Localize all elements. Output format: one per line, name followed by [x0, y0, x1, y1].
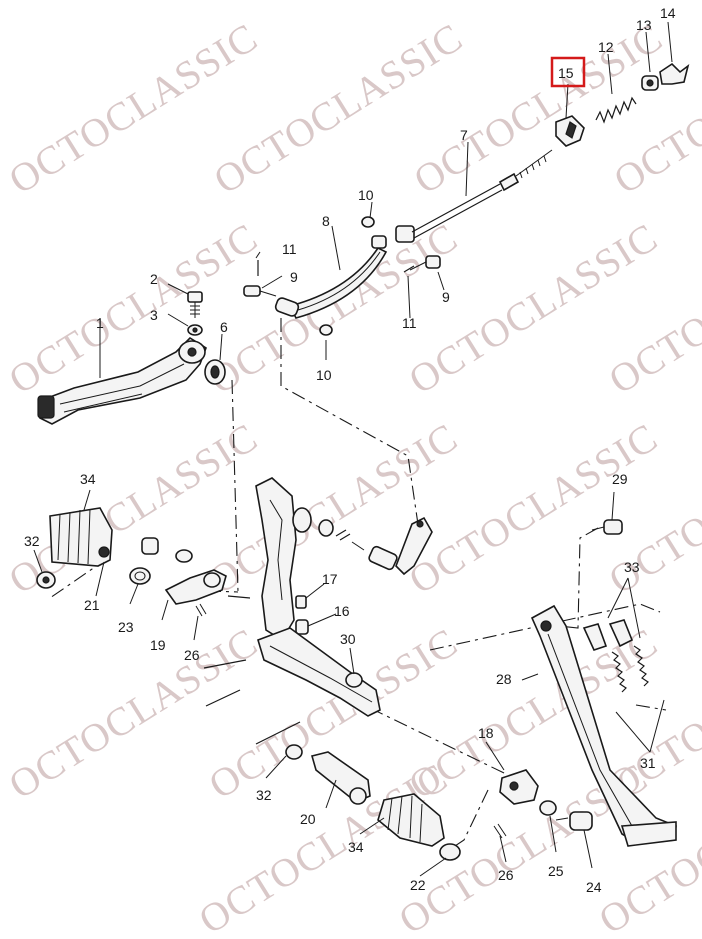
callout-labels: 1 2 3 6 7 8 9 9 10 10 11 11 12 13 14 15 … [24, 5, 676, 895]
circlip-part [439, 843, 461, 861]
bolt-part [141, 537, 193, 563]
leader-lines [33, 21, 673, 877]
callout-10-bottom[interactable]: 10 [316, 367, 332, 383]
callout-16[interactable]: 16 [334, 603, 350, 619]
callout-29[interactable]: 29 [612, 471, 628, 487]
washer-part [539, 800, 557, 816]
callout-34-left[interactable]: 34 [80, 471, 96, 487]
callout-10-top[interactable]: 10 [358, 187, 374, 203]
callout-25[interactable]: 25 [548, 863, 564, 879]
sidestand-part [530, 604, 677, 847]
footrest-bracket-part [311, 751, 371, 805]
wing-nut-part [659, 62, 690, 85]
footrest-bracket-part [493, 769, 539, 839]
footrest-rubber-part [377, 793, 445, 847]
guide-line [231, 379, 239, 593]
cotter-pin-part [257, 260, 415, 276]
circlip-part [129, 567, 151, 585]
callout-26-right[interactable]: 26 [498, 867, 514, 883]
callout-14[interactable]: 14 [660, 5, 676, 21]
oil-seal-part [204, 359, 226, 385]
pin-part [295, 595, 309, 635]
callout-32-left[interactable]: 32 [24, 533, 40, 549]
stand-spring-part [582, 619, 649, 693]
bolt-part [187, 291, 203, 318]
washer-part [36, 571, 56, 589]
callout-22[interactable]: 22 [410, 877, 426, 893]
callout-15[interactable]: 15 [558, 65, 574, 81]
guide-line [635, 704, 667, 711]
bolt-part [555, 811, 593, 831]
callout-17[interactable]: 17 [322, 571, 338, 587]
footrest-rubber-part [49, 507, 113, 567]
guide-line [429, 603, 661, 651]
callout-24[interactable]: 24 [586, 879, 602, 895]
rod-end-joint-part [409, 255, 441, 271]
highlight-box [550, 56, 586, 88]
callout-26-left[interactable]: 26 [184, 647, 200, 663]
callout-7[interactable]: 7 [460, 127, 468, 143]
callout-8[interactable]: 8 [322, 213, 330, 229]
callout-2[interactable]: 2 [150, 271, 158, 287]
callout-33[interactable]: 33 [624, 559, 640, 575]
callout-21[interactable]: 21 [84, 597, 100, 613]
brake-arm-part [351, 516, 433, 576]
callout-20[interactable]: 20 [300, 811, 316, 827]
washer-part [285, 744, 303, 760]
callout-19[interactable]: 19 [150, 637, 166, 653]
brake-cable-part [395, 149, 553, 243]
footrest-bracket-part [164, 569, 251, 617]
callout-9-left[interactable]: 9 [290, 269, 298, 285]
pivot-bolt-part [591, 519, 623, 535]
rod-end-joint-part [243, 285, 277, 297]
cable-clip-part [555, 115, 585, 147]
callout-6[interactable]: 6 [220, 319, 228, 335]
shift-rod-part [274, 235, 388, 319]
callout-11-right[interactable]: 11 [402, 315, 417, 331]
callout-13[interactable]: 13 [636, 17, 652, 33]
guide-line [369, 707, 507, 775]
callout-23[interactable]: 23 [118, 619, 134, 635]
callout-32-right[interactable]: 32 [256, 787, 272, 803]
callout-12[interactable]: 12 [598, 39, 614, 55]
callout-9-right[interactable]: 9 [442, 289, 450, 305]
nut-part [319, 216, 375, 336]
frame-bracket-part [255, 477, 351, 642]
callout-11-left[interactable]: 11 [282, 241, 297, 257]
callout-28[interactable]: 28 [496, 671, 512, 687]
callout-3[interactable]: 3 [150, 307, 158, 323]
adjuster-joint-part [641, 75, 659, 91]
washer-part [187, 324, 203, 336]
callout-34-right[interactable]: 34 [348, 839, 364, 855]
callout-31[interactable]: 31 [640, 755, 656, 771]
guide-line [280, 318, 421, 539]
return-spring-part [595, 96, 637, 124]
callout-1[interactable]: 1 [96, 315, 104, 331]
callout-30[interactable]: 30 [340, 631, 356, 647]
shift-pedal-part [37, 336, 207, 425]
callout-18[interactable]: 18 [478, 725, 494, 741]
